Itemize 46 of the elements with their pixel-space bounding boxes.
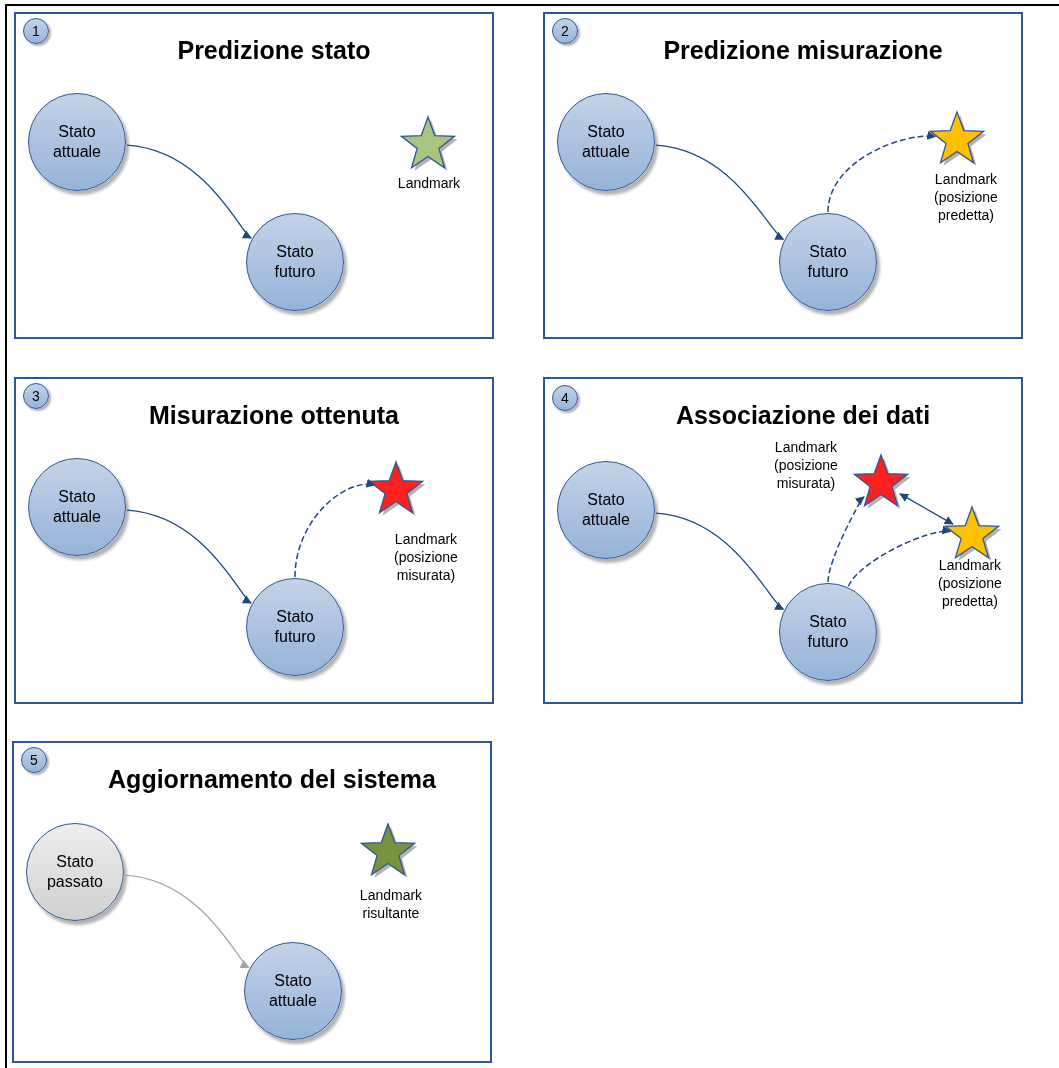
landmark-label: Landmark (posizione predetta) — [937, 556, 1003, 611]
panel-frame — [543, 377, 1023, 704]
arrow — [847, 526, 952, 588]
star-shape — [368, 462, 424, 518]
arrow — [655, 512, 785, 610]
panel-frame — [14, 12, 494, 339]
arrow — [294, 479, 376, 578]
landmark-label: Landmark (posizione misurata) — [773, 438, 839, 493]
state-circle: Stato attuale — [557, 461, 655, 559]
state-circle: Stato attuale — [244, 942, 342, 1040]
panel-title: Predizione misurazione — [662, 36, 944, 65]
state-circle: Stato attuale — [557, 93, 655, 191]
state-circle: Stato futuro — [779, 583, 877, 681]
star-shape — [400, 117, 456, 173]
arrow — [827, 496, 865, 583]
arrow — [126, 144, 252, 239]
state-circle: Stato attuale — [28, 458, 126, 556]
star-shape — [853, 455, 909, 511]
arrow — [124, 874, 250, 969]
panel-frame — [543, 12, 1023, 339]
landmark-label: Landmark (posizione misurata) — [393, 530, 459, 585]
step-number-badge: 4 — [552, 385, 578, 411]
state-circle: Stato futuro — [246, 578, 344, 676]
step-number-badge: 1 — [23, 18, 49, 44]
landmark-label: Landmark — [396, 174, 462, 193]
panel-frame — [12, 741, 492, 1063]
panel-title: Predizione stato — [176, 36, 372, 65]
panel-title: Misurazione ottenuta — [148, 401, 400, 430]
arrow — [827, 131, 937, 213]
panel-title: Associazione dei dati — [674, 401, 932, 430]
arrow — [655, 144, 785, 240]
step-number-badge: 3 — [23, 383, 49, 409]
state-circle: Stato attuale — [28, 93, 126, 191]
panel-frame — [14, 377, 494, 704]
star-shape — [929, 112, 985, 168]
arrow — [126, 509, 252, 604]
state-circle: Stato futuro — [779, 213, 877, 311]
arrow — [899, 493, 954, 525]
state-circle: Stato futuro — [246, 213, 344, 311]
step-number-badge: 2 — [552, 18, 578, 44]
state-circle: Stato passato — [26, 823, 124, 921]
step-number-badge: 5 — [21, 747, 47, 773]
landmark-label: Landmark (posizione predetta) — [933, 170, 999, 225]
panel-title: Aggiornamento del sistema — [107, 765, 437, 794]
star-shape — [360, 824, 416, 880]
landmark-label: Landmark risultante — [358, 886, 424, 923]
